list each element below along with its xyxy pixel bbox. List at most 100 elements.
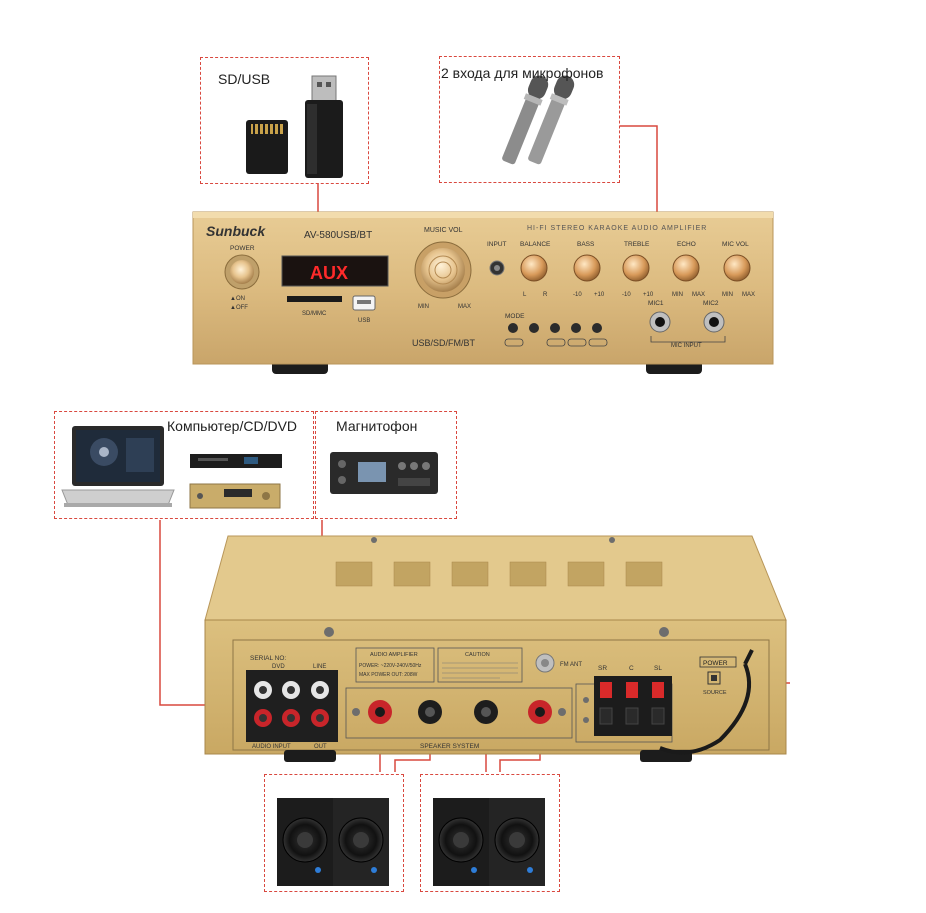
amp-title: AUDIO AMPLIFIER [370, 652, 418, 658]
audio-input-label: AUDIO INPUT [252, 744, 291, 750]
mic-vol-max-label: MAX [742, 292, 755, 298]
power-label: POWER [230, 245, 255, 252]
mic1-jack[interactable] [649, 311, 671, 333]
power-button[interactable] [224, 254, 260, 290]
fm-antenna-connector[interactable] [535, 653, 555, 673]
speaker-2 [333, 798, 389, 886]
amplifier-heading: HI-FI STEREO KARAOKE AUDIO AMPLIFIER [527, 225, 707, 232]
usb-stick-icon [305, 75, 343, 178]
c-label: C [629, 665, 634, 672]
balance-label: BALANCE [520, 241, 551, 248]
mic2-jack[interactable] [703, 311, 725, 333]
speaker-4 [489, 798, 545, 886]
treble-label: TREBLE [624, 241, 650, 248]
echo-max-label: MAX [692, 292, 705, 298]
rca-input-block: DVD LINE AUDIO INPUT OUT [246, 664, 338, 750]
out-label: OUT [314, 744, 327, 750]
led-display [281, 255, 389, 287]
max-power: MAX POWER OUT: 208W [359, 672, 418, 678]
speaker-1 [277, 798, 333, 886]
next-button[interactable] [571, 323, 581, 333]
rca-jacks[interactable] [254, 681, 329, 727]
input-button[interactable] [489, 260, 505, 276]
fm-ant-label: FM ANT [560, 662, 582, 668]
serial-label: SERIAL NO: [250, 655, 286, 662]
brand-logo: Sunbuck [206, 223, 266, 239]
speaker-terminal-2[interactable] [418, 700, 442, 724]
callout-speakers-right [420, 774, 560, 892]
mode-label: MODE [505, 313, 525, 320]
speaker-terminal-4[interactable] [528, 700, 552, 724]
speaker-pair-right [433, 798, 545, 886]
callout-tape-recorder [315, 411, 457, 519]
sl-label: SL [654, 665, 662, 672]
power-on-label: ▲ON [230, 296, 245, 302]
spec-plate: AUDIO AMPLIFIER POWER: ~220V-240V/50Hz M… [355, 647, 523, 683]
treble-plus-label: +10 [643, 292, 654, 298]
mic-volume-knob[interactable] [723, 254, 751, 282]
prev-button[interactable] [550, 323, 560, 333]
cd-player-icon [189, 483, 281, 509]
power-label-rear: POWER [703, 660, 728, 667]
speaker-terminal-3[interactable] [474, 700, 498, 724]
mic-vol-label: MIC VOL [722, 241, 749, 248]
power-switch[interactable] [707, 671, 721, 685]
echo-label: ECHO [677, 241, 696, 248]
sd-usb-label: SD/USB [218, 71, 271, 87]
caution-title: CAUTION [465, 652, 490, 658]
front-panel: Sunbuck AV-580USB/BT HI-FI STEREO KARAOK… [192, 211, 774, 374]
usb-label: USB [358, 318, 370, 324]
treble-minus-label: -10 [622, 292, 631, 298]
speaker-terminal-1[interactable] [368, 700, 392, 724]
echo-min-label: MIN [672, 292, 683, 298]
dvd-label: DVD [272, 664, 285, 670]
repeat-button[interactable] [529, 323, 539, 333]
line-label: LINE [313, 664, 326, 670]
callout-speakers-left [264, 774, 404, 892]
bass-minus-label: -10 [573, 292, 582, 298]
recorder-icon [330, 452, 438, 494]
sd-card-icon [246, 120, 288, 174]
mics-label: 2 входа для микрофонов [441, 65, 604, 81]
mic-vol-min-label: MIN [722, 292, 733, 298]
bass-plus-label: +10 [594, 292, 605, 298]
callout-mics [439, 56, 620, 183]
surround-terminal-block: SR C SL [575, 665, 673, 743]
callout-pc-cd-dvd [54, 411, 314, 519]
music-vol-label: MUSIC VOL [424, 227, 463, 234]
treble-knob[interactable] [622, 254, 650, 282]
surround-clips[interactable] [599, 682, 665, 725]
music-min-label: MIN [418, 304, 429, 310]
bass-label: BASS [577, 241, 595, 248]
speaker-terminals: SPEAKER SYSTEM [345, 687, 573, 750]
dvd-player-icon [190, 454, 282, 468]
laptop-icon [61, 426, 175, 507]
power-cord [659, 649, 754, 755]
mic2-label: MIC2 [703, 300, 719, 307]
echo-knob[interactable] [672, 254, 700, 282]
control-buttons [504, 323, 608, 347]
tape-recorder-label: Магнитофон [336, 418, 418, 434]
callout-sd-usb [200, 57, 369, 184]
play-pause-button[interactable] [592, 323, 602, 333]
speaker-3 [433, 798, 489, 886]
music-max-label: MAX [458, 304, 471, 310]
sd-mmc-label: SD/MMC [302, 311, 327, 317]
mic-input-label: MIC INPUT [671, 343, 702, 349]
balance-knob[interactable] [520, 254, 548, 282]
speaker-system-label: SPEAKER SYSTEM [420, 743, 479, 750]
sr-label: SR [598, 665, 607, 672]
music-volume-knob[interactable] [414, 241, 472, 299]
power-off-label: ▲OFF [230, 305, 248, 311]
balance-r-label: R [543, 292, 548, 298]
bass-knob[interactable] [573, 254, 601, 282]
balance-l-label: L [523, 292, 527, 298]
mode-button[interactable] [508, 323, 518, 333]
input-label: INPUT [487, 241, 507, 248]
sd-slot[interactable] [287, 296, 342, 302]
microphones-icon [502, 75, 575, 165]
pc-cd-dvd-label: Компьютер/CD/DVD [167, 418, 298, 434]
power-spec: POWER: ~220V-240V/50Hz [359, 663, 422, 669]
mic1-label: MIC1 [648, 300, 664, 307]
